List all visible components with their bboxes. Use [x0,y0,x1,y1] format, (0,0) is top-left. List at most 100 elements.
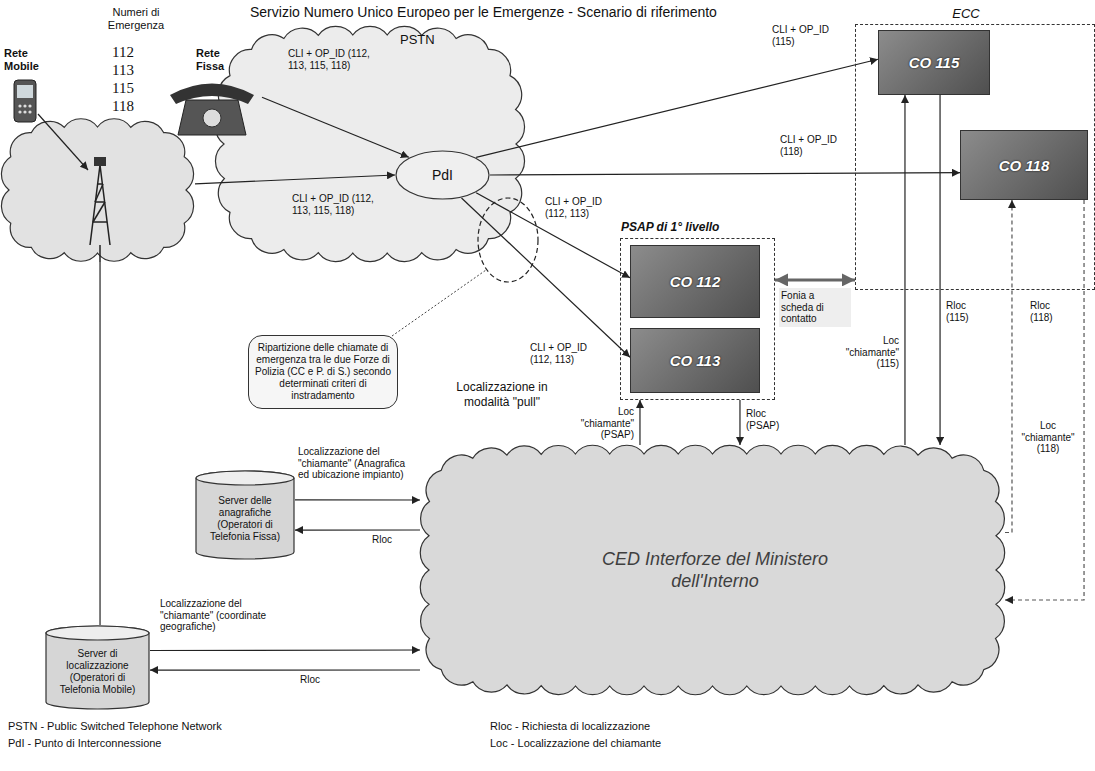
edge-label-holder: Rloc (118) [1030,300,1075,323]
phone-body [14,80,36,122]
connector-arrow [295,529,420,530]
label-holder: Numeri di Emergenza [96,6,176,31]
node-text: CO 118 [961,157,1087,174]
data-center-cloud: CED Interforze del Ministero dell'Intern… [420,445,1005,695]
edge-label: Loc "chiamante" (115) [842,335,899,370]
label-holder: PdI - Punto di Interconnessione [8,737,428,749]
edge-label: CLI + OP_ID (112, 113) [530,342,602,365]
edge-label: Rloc (118) [1030,300,1075,323]
pstn-cloud: PSTN PdI [215,26,525,262]
edge-label: CLI + OP_ID (118) [780,134,852,157]
interconnection-point: PdI [395,150,490,200]
abbreviation-note: Rloc - Richiesta di localizzazione [490,720,890,732]
node-text: CO 112 [631,273,759,290]
connector-arrow [295,499,420,500]
node-text: PSTN [400,32,460,47]
antenna-panel [94,157,106,166]
cylinder-top [46,626,149,640]
connector-arrow [490,173,960,175]
phone-key [18,104,21,107]
cloud-outline [215,26,524,261]
ellipse-outline [396,151,489,199]
data-center-cloud-outline [420,445,1005,695]
node-text: PdI [395,167,490,183]
callout-bubble: Ripartizione delle chiamate di emergenza… [248,335,398,409]
emergency-number: 112 [112,44,152,61]
node-text: CED Interforze del Ministero dell'Intern… [585,548,845,593]
edge-label: CLI + OP_ID (112, 113) [545,196,617,219]
edge-label-holder: Loc "chiamante" (115) [842,335,899,370]
edge-label-holder: Rloc (115) [946,300,986,323]
edge-label-holder: Localizzazione del "chiamante" (Anagrafi… [298,446,418,481]
node-text: PSAP di 1° livello [621,220,776,234]
edge-label-holder: Localizzazione del "chiamante" (coordina… [160,598,285,633]
phone-base [178,100,246,135]
fixed-network: Rete Fissa [160,45,262,140]
edge-label: Rloc [372,534,412,546]
edge-label-holder: CLI + OP_ID (112, 113) [530,342,602,365]
edge-label: Rloc (PSAP) [746,408,796,431]
database-cylinder: Server di localizzazione (Operatori di T… [45,625,150,710]
edge-label-holder: Loc "chiamante" (PSAP) [574,406,634,441]
label-holder: PSTN - Public Switched Telephone Network [8,720,428,732]
tower-brace [93,221,107,223]
edge-label-holder: Loc "chiamante" (118) [1019,420,1077,455]
tower-brace [95,201,105,203]
edge-label-holder: CLI + OP_ID (112, 113) [545,196,617,219]
mobile-network-cloud: Rete Mobile [0,45,195,262]
edge-label: Rloc [300,674,340,686]
label-holder: 113 [112,62,152,79]
operations-center-photo: CO 113 [630,328,760,393]
label-holder: Localizzazione in modalità "pull" [436,380,568,410]
voice-link-arrow [775,278,855,281]
connector-arrow [939,95,940,445]
connector-arrow [99,262,100,625]
cylinder-body [196,471,294,559]
dotted-arrow [1005,200,1084,600]
dotted-arrow [1005,200,1012,533]
connector-arrow [639,400,640,445]
node-text: CO 113 [631,352,759,369]
label-holder: 118 [112,98,152,115]
edge-label: Localizzazione del "chiamante" (coordina… [160,598,285,633]
edge-label-holder: Rloc [300,674,340,686]
node-text: Ripartizione delle chiamate di emergenza… [255,342,391,402]
connector-arrow [739,400,740,445]
abbreviation-note: PdI - Punto di Interconnessione [8,737,428,749]
connector-arrow [150,649,420,651]
node-text: ECC [936,6,996,21]
phone-key [18,110,21,113]
phone-key [23,110,26,113]
ecc-area: ECCCO 115CO 118 [855,24,1095,290]
emergency-number: 118 [112,98,152,115]
phone-key [23,104,26,107]
pstn-cloud-outline [215,26,525,262]
edge-label: CLI + OP_ID (112, 113, 115, 118) [288,48,386,71]
edge-label-holder: Rloc (PSAP) [746,408,796,431]
edge-label-holder: Fonia a scheda di contatto [779,288,851,327]
mode-note: Localizzazione in modalità "pull" [436,380,568,410]
phone-dial [203,109,221,127]
node-text: Rete Fissa [196,47,246,72]
edge-label: Loc "chiamante" (118) [1019,420,1077,455]
node-text: Rete Mobile [4,47,52,72]
node-text: Server delle anagrafiche (Operatori di T… [199,495,291,543]
abbreviation-note: PSTN - Public Switched Telephone Network [8,720,428,732]
edge-label-holder: CLI + OP_ID (112, 113, 115, 118) [288,48,386,71]
edge-label: Loc "chiamante" (PSAP) [574,406,634,441]
edge-label: Localizzazione del "chiamante" (Anagrafi… [298,446,418,481]
title-holder: Servizio Numero Unico Europeo per le Eme… [250,4,870,20]
psap-area: PSAP di 1° livelloCO 112CO 113 [620,238,775,400]
cylinder-top [196,471,294,485]
edge-label-holder: CLI + OP_ID (115) [772,24,850,47]
edge-label: CLI + OP_ID (112, 113, 115, 118) [292,193,390,216]
database-cylinder: Server delle anagrafiche (Operatori di T… [195,470,295,560]
node-text: CO 115 [879,54,989,71]
connector-arrow [476,59,878,157]
label-holder: 115 [112,80,152,97]
connector-arrow [462,198,631,357]
edge-label: Rloc (115) [946,300,986,323]
connector-arrow [904,95,905,445]
connector-arrow [150,669,420,670]
label-heading: Numeri di Emergenza [96,6,176,31]
